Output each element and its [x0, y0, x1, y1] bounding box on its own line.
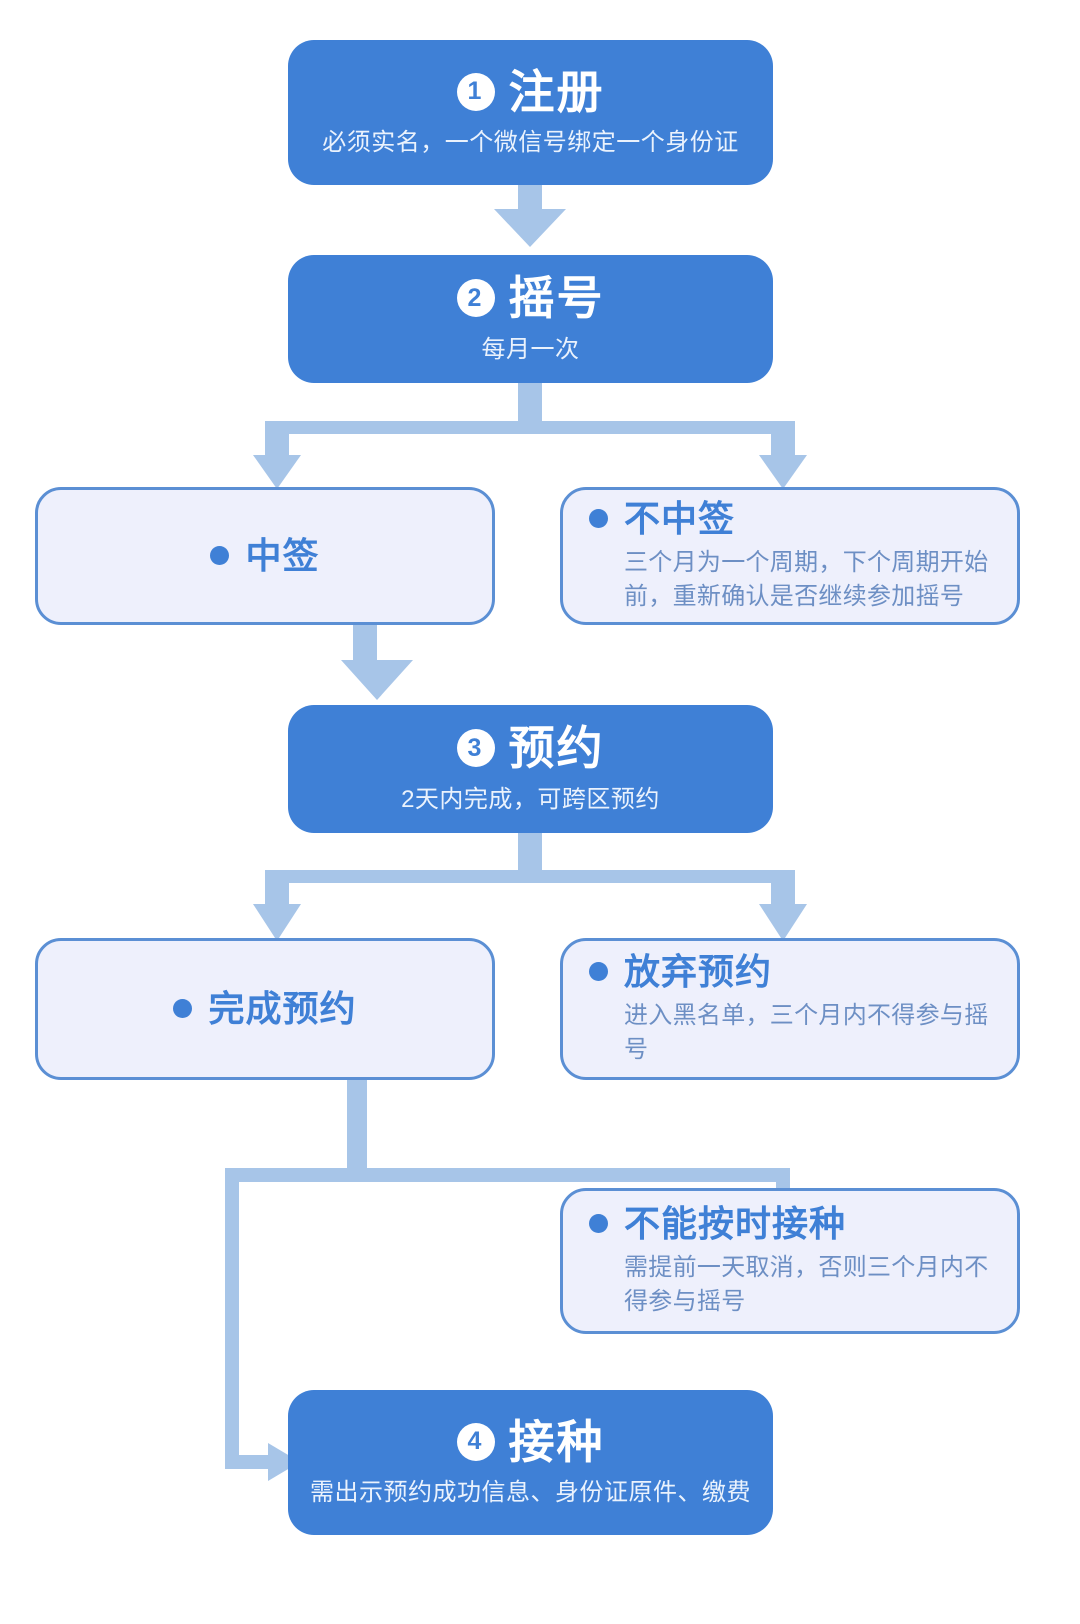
step-box-4-vaccination[interactable]: 4 接种 需出示预约成功信息、身份证原件、缴费: [288, 1390, 773, 1535]
step-2-number-badge: 2: [456, 279, 495, 318]
outcome-booking-abandon-text: 放弃预约 进入黑名单，三个月内不得参与摇号: [624, 951, 995, 1067]
outcome-lose-lottery-title: 不中签: [624, 498, 736, 540]
outcome-booking-complete-title: 完成预约: [208, 988, 357, 1030]
connector-step3-split: [253, 830, 807, 941]
step-2-title-row: 2 摇号: [456, 272, 605, 325]
outcome-box-lose-lottery[interactable]: 不中签 三个月为一个周期，下个周期开始前，重新确认是否继续参加摇号: [560, 487, 1020, 625]
outcome-box-booking-abandon[interactable]: 放弃预约 进入黑名单，三个月内不得参与摇号: [560, 938, 1020, 1080]
step-4-title-row: 4 接种: [456, 1415, 605, 1468]
step-box-2-lottery[interactable]: 2 摇号 每月一次: [288, 255, 773, 383]
step-1-number-badge: 1: [456, 72, 495, 111]
step-4-subtitle: 需出示预约成功信息、身份证原件、缴费: [310, 1479, 751, 1507]
step-box-1-register[interactable]: 1 注册 必须实名，一个微信号绑定一个身份证: [288, 40, 773, 185]
outcome-booking-abandon-inner: 放弃预约 进入黑名单，三个月内不得参与摇号: [589, 951, 995, 1067]
outcome-box-miss-appointment[interactable]: 不能按时接种 需提前一天取消，否则三个月内不得参与摇号: [560, 1188, 1020, 1334]
step-3-title: 预约: [508, 722, 605, 775]
outcome-lose-lottery-text: 不中签 三个月为一个周期，下个周期开始前，重新确认是否继续参加摇号: [624, 498, 995, 614]
outcome-booking-complete-inner: 完成预约: [173, 988, 356, 1029]
outcome-booking-complete-text: 完成预约: [208, 988, 356, 1029]
step-4-number-badge: 4: [456, 1422, 495, 1461]
outcome-miss-appointment-body: 需提前一天取消，否则三个月内不得参与摇号: [624, 1253, 989, 1315]
step-1-title-row: 1 注册: [456, 65, 605, 118]
step-box-3-appointment[interactable]: 3 预约 2天内完成，可跨区预约: [288, 705, 773, 833]
outcome-box-booking-complete[interactable]: 完成预约: [35, 938, 495, 1080]
outcome-booking-abandon-title: 放弃预约: [624, 951, 773, 993]
outcome-lose-lottery-body: 三个月为一个周期，下个周期开始前，重新确认是否继续参加摇号: [624, 548, 989, 610]
connector-step2-split: [253, 381, 807, 489]
outcome-miss-appointment-title: 不能按时接种: [624, 1203, 847, 1245]
step-1-title: 注册: [508, 65, 605, 118]
outcome-win-lottery-title: 中签: [245, 535, 320, 577]
outcome-win-lottery-text: 中签: [245, 535, 319, 576]
step-3-number-badge: 3: [456, 729, 495, 768]
step-2-title: 摇号: [508, 272, 605, 325]
outcome-win-lottery-inner: 中签: [210, 535, 319, 576]
outcome-miss-appointment-inner: 不能按时接种 需提前一天取消，否则三个月内不得参与摇号: [589, 1203, 995, 1319]
connector-step1-to-step2: [494, 183, 566, 247]
bullet-dot-icon: [589, 1214, 608, 1234]
step-4-title: 接种: [508, 1415, 605, 1468]
outcome-booking-abandon-body: 进入黑名单，三个月内不得参与摇号: [624, 1001, 989, 1063]
step-3-title-row: 3 预约: [456, 722, 605, 775]
outcome-lose-lottery-inner: 不中签 三个月为一个周期，下个周期开始前，重新确认是否继续参加摇号: [589, 498, 995, 614]
step-3-subtitle: 2天内完成，可跨区预约: [401, 785, 660, 813]
bullet-dot-icon: [173, 999, 193, 1019]
bullet-dot-icon: [589, 509, 608, 529]
step-2-subtitle: 每月一次: [481, 335, 580, 363]
bullet-dot-icon: [210, 546, 230, 566]
outcome-miss-appointment-text: 不能按时接种 需提前一天取消，否则三个月内不得参与摇号: [624, 1203, 995, 1319]
step-1-subtitle: 必须实名，一个微信号绑定一个身份证: [322, 129, 739, 157]
connector-winlottery-to-step3: [341, 623, 413, 700]
bullet-dot-icon: [589, 962, 608, 982]
outcome-box-win-lottery[interactable]: 中签: [35, 487, 495, 625]
